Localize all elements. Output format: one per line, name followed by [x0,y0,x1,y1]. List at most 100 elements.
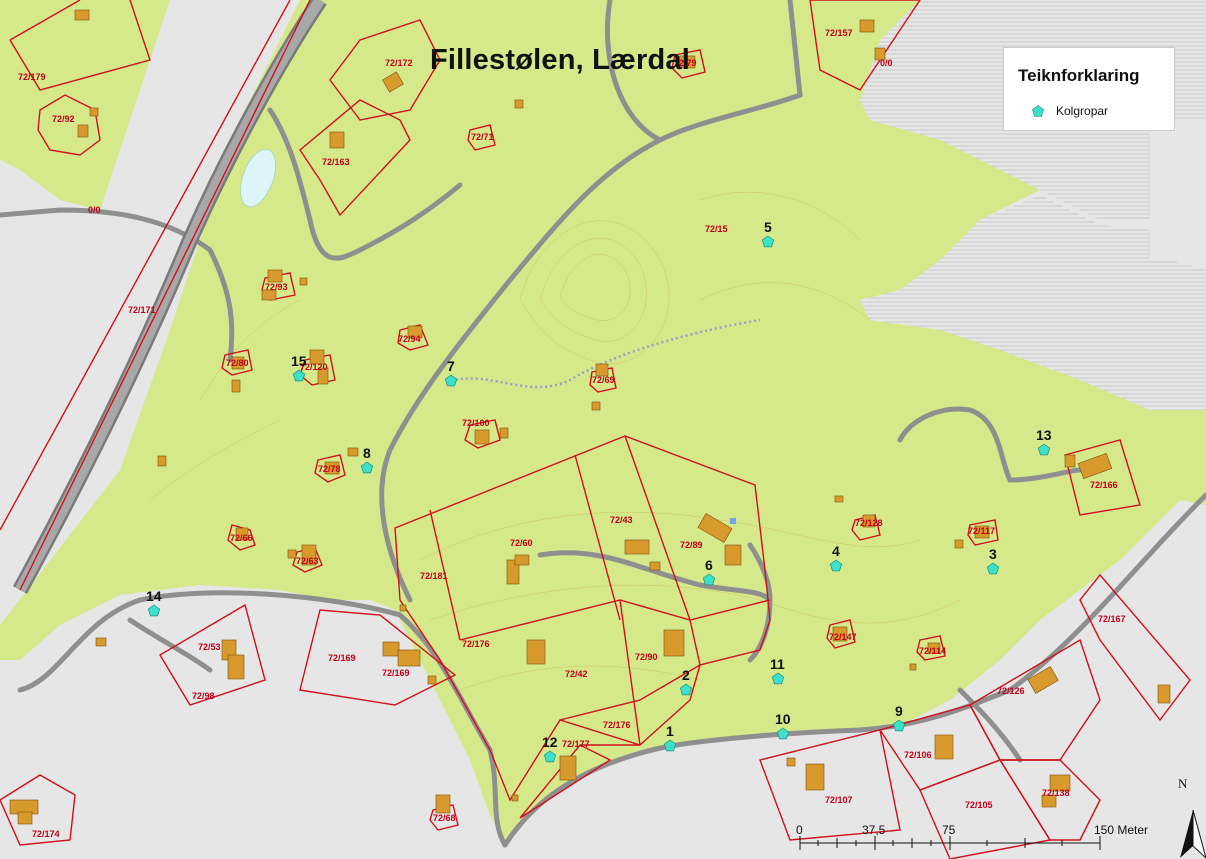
parcel-label: 72/71 [471,132,494,142]
parcel-label: 72/120 [300,362,328,372]
kolgrop-number: 7 [447,358,455,374]
parcel-label: 72/89 [680,540,703,550]
kolgrop-icon[interactable] [147,604,161,617]
kolgrop-marker-13[interactable]: 13 [1036,427,1052,456]
kolgrop-number: 10 [775,711,791,727]
kolgrop-marker-12[interactable]: 12 [542,734,558,763]
parcel-label: 72/181 [420,571,448,581]
kolgrop-marker-5[interactable]: 5 [761,219,775,248]
outfield-strip-right [1150,120,1206,260]
parcel-label: 72/43 [610,515,633,525]
parcel-label: 72/94 [398,334,421,344]
legend-item-label: Kolgropar [1056,104,1109,118]
buildings [9,9,1171,825]
parcel-label: 72/117 [968,526,995,536]
parcel-label: 72/147 [829,632,857,642]
kolgrop-icon[interactable] [771,672,785,685]
parcel-label: 0/0 [88,205,101,215]
parcel-label: 72/176 [462,639,490,649]
kolgrop-marker-3[interactable]: 3 [986,546,1000,575]
parcel-label: 72/114 [919,646,946,656]
scale-label-37: 37,5 [862,823,886,837]
kolgrop-number: 6 [705,557,713,573]
scale-label-150: 150 Meter [1094,823,1149,837]
parcel-label: 72/78 [318,464,341,474]
kolgrop-number: 5 [764,219,772,235]
parcel-label: 72/60 [510,538,533,548]
kolgrop-number: 4 [832,543,840,559]
glacier-area-2 [860,195,1206,410]
kolgrop-icon[interactable] [761,235,775,248]
kolgrop-number: 9 [895,703,903,719]
parcel-label: 72/42 [565,669,588,679]
parcel-label: 72/98 [192,691,215,701]
kolgrop-icon[interactable] [292,369,306,382]
parcel-label: 72/171 [128,305,156,315]
highway [12,0,327,594]
kolgrop-icon[interactable] [543,750,557,763]
parcel-label: 72/126 [997,686,1025,696]
kolgrop-number: 11 [770,656,785,672]
kolgrop-number: 8 [363,445,371,461]
kolgrop-icon[interactable] [776,727,790,740]
kolgrop-marker-4[interactable]: 4 [829,543,843,572]
parcel-label: 72/179 [18,72,46,82]
kolgrop-icon[interactable] [829,559,843,572]
kolgrop-icon[interactable] [679,683,693,696]
parcel-label: 72/157 [825,28,853,38]
kolgrop-marker-8[interactable]: 8 [360,445,374,474]
kolgrop-number: 14 [146,588,162,604]
legend-title: Teiknforklaring [1018,66,1140,85]
kolgrop-marker-2[interactable]: 2 [679,667,693,696]
parcel-label: 0/0 [880,58,893,68]
lake [240,149,276,207]
kolgrop-marker-1[interactable]: 1 [663,723,677,752]
scale-bar [799,836,1101,850]
kolgrop-icon[interactable] [1037,443,1051,456]
kolgrop-marker-6[interactable]: 6 [702,557,716,586]
parcel-label: 72/167 [1098,614,1126,624]
parcel-label: 72/163 [322,157,350,167]
kolgrop-marker-7[interactable]: 7 [444,358,458,387]
parcel-label: 72/105 [965,800,993,810]
parcel-label: 72/90 [635,652,658,662]
kolgrop-marker-14[interactable]: 14 [146,588,162,617]
parcel-label: 72/172 [385,58,413,68]
north-label: N [1178,776,1188,791]
kolgrop-icon[interactable] [892,719,906,732]
parcel-label: 72/69 [592,375,615,385]
parcel-label: 72/15 [705,224,728,234]
parcel-label: 72/106 [904,750,932,760]
parcel-label: 72/66 [230,533,253,543]
kolgrop-icon[interactable] [986,562,1000,575]
parcel-label: 72/169 [328,653,356,663]
kolgrop-number: 15 [291,353,307,369]
kolgrop-number: 1 [666,723,674,739]
kolgrop-marker-9[interactable]: 9 [892,703,906,732]
parcel-label: 72/68 [433,813,456,823]
scale-label-75: 75 [942,823,956,837]
scale-label-0: 0 [796,823,803,837]
parcel-label: 72/53 [198,642,221,652]
parcel-label: 72/100 [462,418,490,428]
kolgrop-icon[interactable] [360,461,374,474]
parcel-label: 72/138 [1042,788,1070,798]
kolgrop-icon[interactable] [663,739,677,752]
footpath [450,318,761,389]
kolgrop-marker-15[interactable]: 15 [291,353,307,382]
parcel-label: 72/166 [1090,480,1118,490]
legend: Teiknforklaring Kolgropar [1003,47,1175,131]
kolgrop-icon[interactable] [444,374,458,387]
kolgrop-icon[interactable] [702,573,716,586]
water-tank [730,518,736,524]
kolgrop-marker-10[interactable]: 10 [775,711,791,740]
parcel-label: 72/176 [603,720,631,730]
parcel-label: 72/107 [825,795,853,805]
kolgrop-marker-11[interactable]: 11 [770,656,785,685]
parcel-label: 72/177 [562,739,590,749]
kolgrop-number: 2 [682,667,690,683]
